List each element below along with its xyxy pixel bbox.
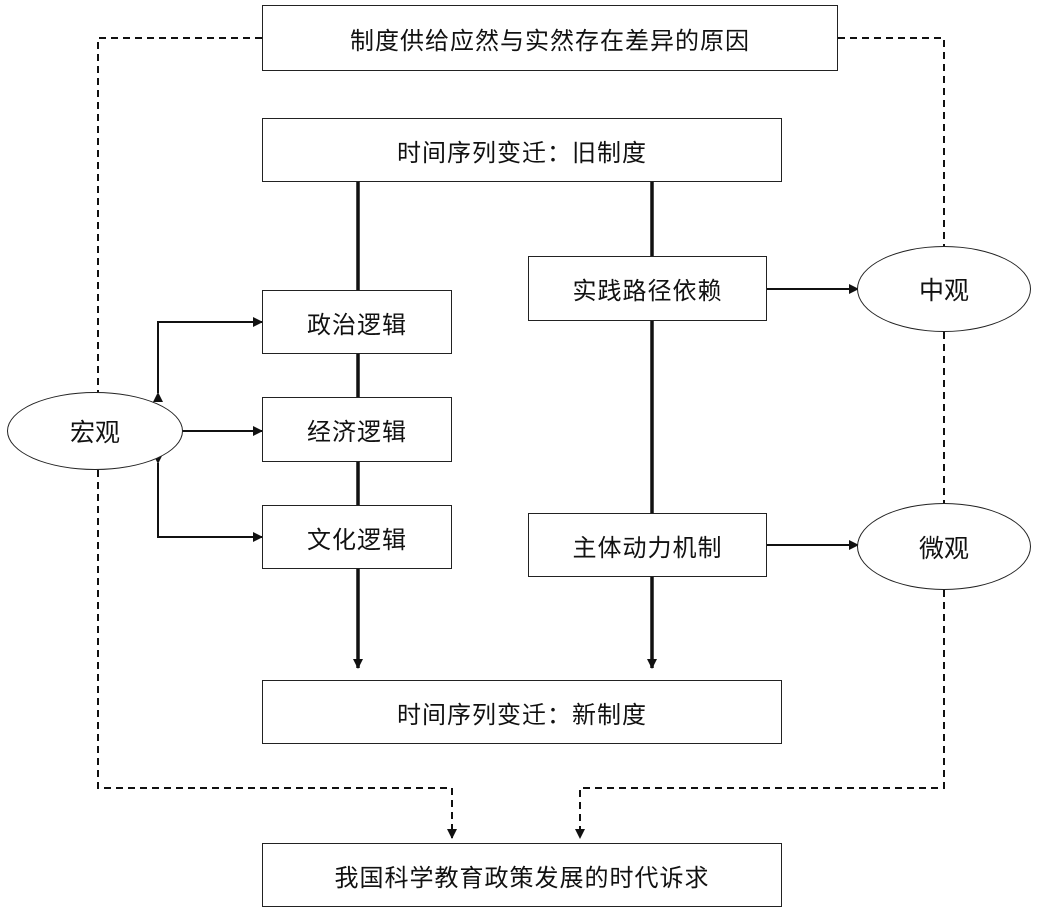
title-box: 制度供给应然与实然存在差异的原因: [262, 5, 838, 71]
political-logic-box: 政治逻辑: [262, 290, 452, 354]
old-institution-box: 时间序列变迁：旧制度: [262, 118, 782, 182]
cultural-logic-box: 文化逻辑: [262, 505, 452, 569]
meso-ellipse: 中观: [857, 246, 1031, 332]
macro-ellipse: 宏观: [7, 392, 183, 470]
new-institution-box: 时间序列变迁：新制度: [262, 680, 782, 744]
dashed-line-title-left: [97, 37, 262, 392]
outcome-box: 我国科学教育政策发展的时代诉求: [262, 843, 782, 907]
dashed-line-title-right: [838, 37, 945, 246]
dashed-arrow-micro-outcome: [575, 590, 945, 839]
agent-mechanism-box: 主体动力机制: [528, 513, 767, 577]
dashed-arrow-macro-outcome: [97, 470, 457, 839]
arrow-macro-political: [153, 317, 263, 402]
economic-logic-box: 经济逻辑: [262, 397, 452, 462]
micro-ellipse: 微观: [857, 503, 1031, 590]
arrow-macro-cultural: [153, 454, 263, 542]
path-dependence-box: 实践路径依赖: [528, 256, 767, 321]
